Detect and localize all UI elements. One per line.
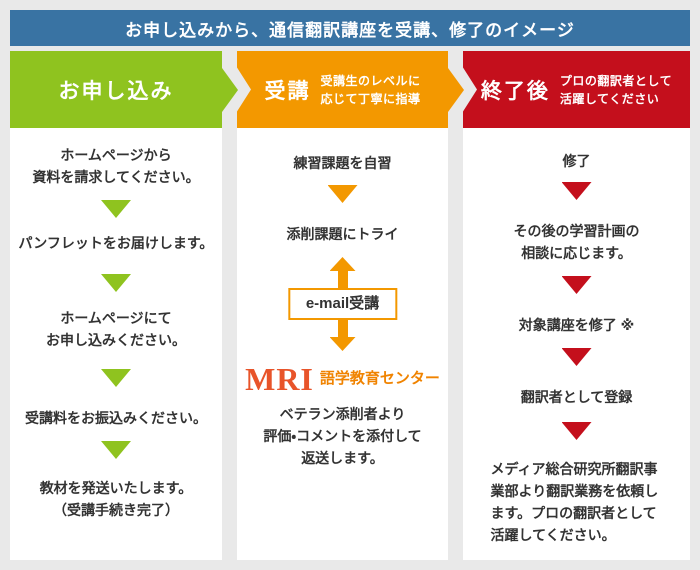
down-arrow-icon xyxy=(561,182,592,200)
down-arrow-icon xyxy=(101,274,131,292)
mri-logo-mark: MRI xyxy=(245,361,314,397)
column-header-course: 受講 受講生のレベルに 応じて丁寧に指導 xyxy=(237,51,448,128)
down-arrow-icon xyxy=(561,276,592,294)
column-course-body: 練習課題を自習 添削課題にトライ e-mail受講 MRI 語学教育センター ベ… xyxy=(237,128,448,560)
down-arrow-icon xyxy=(561,348,592,366)
column-course: 受講 受講生のレベルに 応じて丁寧に指導 練習課題を自習 添削課題にトライ e-… xyxy=(237,51,464,560)
mri-logo-name: 語学教育センター xyxy=(319,370,440,387)
diagram-title-bar: お申し込みから、通信翻訳講座を受講、修了のイメージ xyxy=(10,10,690,46)
step-text: パンフレットをお届けします。 xyxy=(18,235,214,251)
column-after-body: 修了 その後の学習計画の 相談に応じます。 対象講座を修了 ※ 翻訳者として登録… xyxy=(463,128,690,560)
diagram-title: お申し込みから、通信翻訳講座を受講、修了のイメージ xyxy=(125,20,575,40)
column-after: 終了後 プロの翻訳者として 活躍してください 修了 その後の学習計画の 相談に応… xyxy=(463,51,690,560)
email-course-box: e-mail受講 xyxy=(287,288,398,320)
column-header-apply-title: お申し込み xyxy=(58,79,174,103)
down-arrowhead-icon xyxy=(329,337,356,351)
down-arrow-icon xyxy=(327,185,358,203)
step-text: 練習課題を自習 xyxy=(293,155,392,171)
step-text: その後の学習計画の 相談に応じます。 xyxy=(513,223,640,261)
chevron-right-icon xyxy=(448,68,464,112)
step-text: 対象講座を修了 ※ xyxy=(518,317,635,333)
column-header-course-title: 受講 xyxy=(264,79,311,103)
step-text: ホームページにて お申し込みください。 xyxy=(46,310,186,348)
step-text: 受講料をお振込みください。 xyxy=(25,410,207,426)
down-arrow-icon xyxy=(561,422,592,440)
column-header-after-subtitle: プロの翻訳者として 活躍してください xyxy=(559,73,673,106)
column-header-course-subtitle: 受講生のレベルに 応じて丁寧に指導 xyxy=(320,73,421,106)
down-arrow-icon xyxy=(101,200,131,218)
column-apply-body: ホームページから 資料を請求してください。 パンフレットをお届けします。 ホーム… xyxy=(10,128,222,560)
step-text: 添削課題にトライ xyxy=(286,226,399,242)
column-header-apply: お申し込み xyxy=(10,51,222,128)
step-text: 教材を発送いたします。 （受講手続き完了） xyxy=(39,480,193,518)
step-text: 修了 xyxy=(562,153,591,169)
step-text: 翻訳者として登録 xyxy=(520,389,633,405)
step-text: メディア総合研究所翻訳事業部より翻訳業務を依頼します。プロの翻訳者として活躍して… xyxy=(490,461,659,543)
down-arrow-icon xyxy=(101,441,131,459)
columns-row: お申し込み ホームページから 資料を請求してください。 パンフレットをお届けしま… xyxy=(10,51,690,560)
column-apply: お申し込み ホームページから 資料を請求してください。 パンフレットをお届けしま… xyxy=(10,51,238,560)
down-arrow-icon xyxy=(101,369,131,387)
chevron-right-icon xyxy=(222,68,238,112)
feedback-text: ベテラン添削者より 評価・コメントを添付して 返送します。 xyxy=(263,406,422,466)
double-vertical-arrow-icon: e-mail受講 xyxy=(237,257,448,351)
mri-logo: MRI 語学教育センター xyxy=(245,363,440,395)
column-header-after: 終了後 プロの翻訳者として 活躍してください xyxy=(463,51,690,128)
column-header-after-title: 終了後 xyxy=(480,79,550,103)
step-text: ホームページから 資料を請求してください。 xyxy=(32,147,200,185)
